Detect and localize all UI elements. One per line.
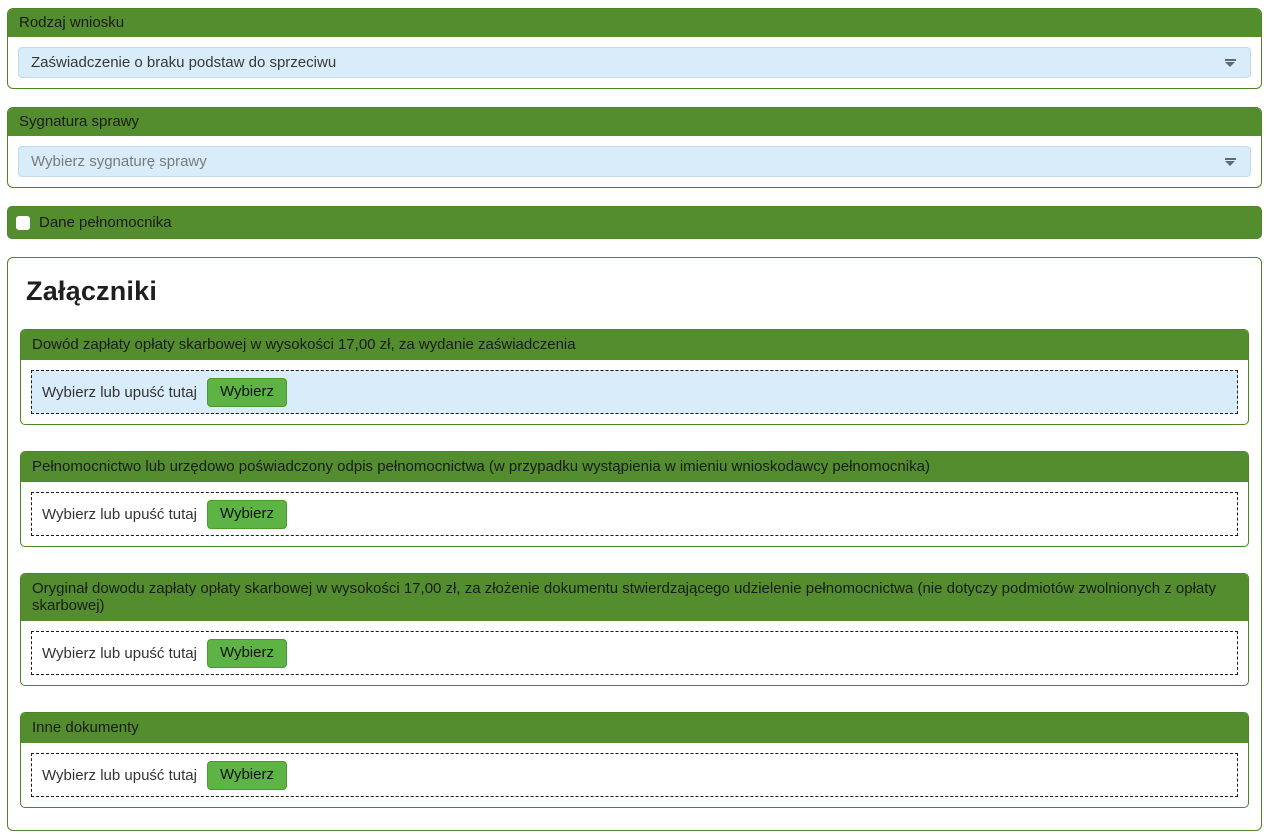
attachment-poa-fee-proof: Oryginał dowodu zapłaty opłaty skarbowej… (20, 573, 1249, 686)
attachment-header: Inne dokumenty (21, 713, 1248, 743)
choose-file-button[interactable]: Wybierz (206, 760, 287, 790)
file-dropzone[interactable]: Wybierz lub upuść tutaj Wybierz (31, 753, 1238, 797)
attachments-section: Załączniki Dowód zapłaty opłaty skarbowe… (7, 257, 1262, 831)
request-type-header: Rodzaj wniosku (8, 9, 1261, 37)
request-type-selected-value: Zaświadczenie o braku podstaw do sprzeci… (31, 54, 337, 71)
attorney-data-label[interactable]: Dane pełnomocnika (39, 214, 172, 231)
case-signature-body: Wybierz sygnaturę sprawy (8, 136, 1261, 187)
dropzone-hint: Wybierz lub upuść tutaj (42, 383, 197, 401)
attachment-header: Oryginał dowodu zapłaty opłaty skarbowej… (21, 574, 1248, 621)
file-dropzone[interactable]: Wybierz lub upuść tutaj Wybierz (31, 492, 1238, 536)
choose-file-button[interactable]: Wybierz (206, 499, 287, 529)
case-signature-placeholder: Wybierz sygnaturę sprawy (31, 153, 207, 170)
file-dropzone[interactable]: Wybierz lub upuść tutaj Wybierz (31, 370, 1238, 414)
case-signature-header: Sygnatura sprawy (8, 108, 1261, 136)
request-type-section: Rodzaj wniosku Zaświadczenie o braku pod… (7, 8, 1262, 89)
attorney-data-bar[interactable]: Dane pełnomocnika (7, 206, 1262, 239)
request-type-body: Zaświadczenie o braku podstaw do sprzeci… (8, 37, 1261, 88)
dropzone-hint: Wybierz lub upuść tutaj (42, 644, 197, 662)
attorney-data-checkbox[interactable] (16, 215, 30, 230)
attachment-fee-proof: Dowód zapłaty opłaty skarbowej w wysokoś… (20, 329, 1249, 425)
case-signature-select[interactable]: Wybierz sygnaturę sprawy (18, 146, 1251, 177)
request-type-select[interactable]: Zaświadczenie o braku podstaw do sprzeci… (18, 47, 1251, 78)
case-signature-section: Sygnatura sprawy Wybierz sygnaturę spraw… (7, 107, 1262, 188)
attachments-title: Załączniki (26, 276, 158, 306)
attachment-power-of-attorney: Pełnomocnictwo lub urzędowo poświadczony… (20, 451, 1249, 547)
choose-file-button[interactable]: Wybierz (206, 377, 287, 407)
attachment-other-documents: Inne dokumenty Wybierz lub upuść tutaj W… (20, 712, 1249, 808)
attachment-header: Dowód zapłaty opłaty skarbowej w wysokoś… (21, 330, 1248, 360)
attachment-header: Pełnomocnictwo lub urzędowo poświadczony… (21, 452, 1248, 482)
dropzone-hint: Wybierz lub upuść tutaj (42, 505, 197, 523)
dropzone-hint: Wybierz lub upuść tutaj (42, 766, 197, 784)
choose-file-button[interactable]: Wybierz (206, 638, 287, 668)
chevron-down-icon (1225, 59, 1236, 67)
file-dropzone[interactable]: Wybierz lub upuść tutaj Wybierz (31, 631, 1238, 675)
chevron-down-icon (1225, 158, 1236, 166)
